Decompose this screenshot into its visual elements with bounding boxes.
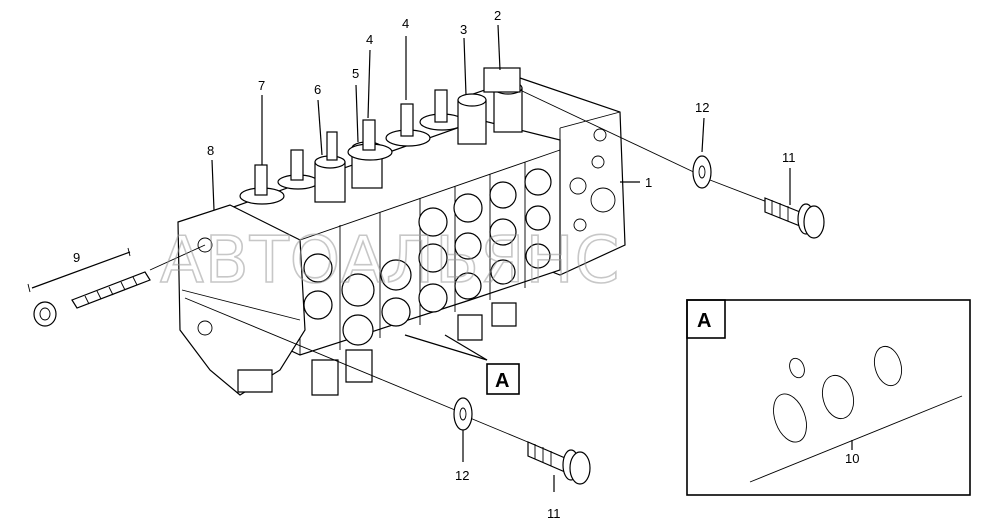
washer-bottom [453,397,473,431]
callout-10: 10 [845,451,859,466]
watermark: АВТОАЛЬЯНС [160,224,620,298]
callout-box-a: A [486,363,520,395]
bolt-bottom [527,441,591,485]
bolt-top [764,197,825,239]
callout-8: 8 [207,143,214,158]
valve-block [177,67,626,396]
detail-box-a: A [686,299,971,496]
leader-lines [149,24,791,492]
callout-4-upper: 4 [402,16,409,31]
callout-1: 1 [645,175,652,190]
callout-label: A [495,370,509,392]
callout-12-bottom: 12 [455,468,469,483]
stud-brace [27,247,131,293]
callout-numbers: 1 2 3 4 4 5 6 7 8 9 10 11 11 12 12 [73,8,859,521]
callout-11-bottom: 11 [547,506,561,521]
spool-levers [239,67,523,205]
callout-12-top: 12 [695,100,709,115]
callout-2: 2 [494,8,501,23]
stud-with-nut [31,251,151,327]
callout-9: 9 [73,250,80,265]
callout-4-lower: 4 [366,32,373,47]
callout-3: 3 [460,22,467,37]
callout-7: 7 [258,78,265,93]
callout-11-top: 11 [782,150,796,165]
callout-5: 5 [352,66,359,81]
detail-box-label: A [697,310,711,332]
washer-top [692,155,712,189]
callout-6: 6 [314,82,321,97]
